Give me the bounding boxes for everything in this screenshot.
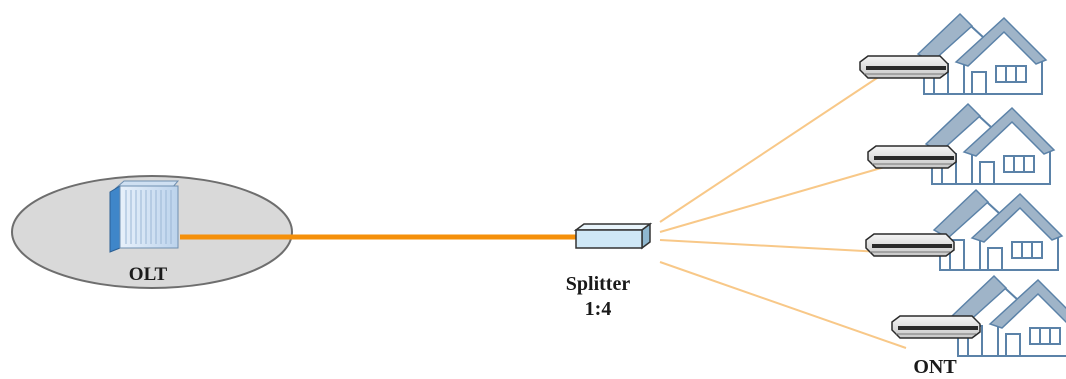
drop-fiber-line-3: [659, 239, 883, 253]
drop-fiber-line-2: [659, 165, 889, 233]
ont-site-4: [891, 274, 1066, 357]
ont-site-1: [859, 12, 1048, 95]
drop-fiber-line-4: [659, 261, 907, 349]
house-icon: [932, 188, 1064, 271]
splitter-name: Splitter: [565, 273, 631, 295]
ont-site-3: [865, 188, 1064, 271]
splitter-label: Splitter 1:4: [548, 272, 648, 322]
ont-site-2: [867, 102, 1056, 185]
splitter-ratio: 1:4: [584, 298, 612, 320]
house-icon: [924, 102, 1056, 185]
olt-device-icon: [109, 180, 180, 253]
drop-fibers: [659, 75, 907, 349]
ont-label: ONT: [913, 356, 957, 378]
ont-device-icon: [865, 233, 955, 257]
ont-device-icon: [891, 315, 981, 339]
olt-site: [11, 175, 293, 289]
splitter-icon: [573, 222, 653, 250]
house-icon: [916, 12, 1048, 95]
olt-label: OLT: [128, 264, 168, 285]
ont-device-icon: [867, 145, 957, 169]
ont-device-icon: [859, 55, 949, 79]
ont-sites: [859, 12, 1066, 357]
drop-fiber-line-1: [659, 75, 881, 223]
